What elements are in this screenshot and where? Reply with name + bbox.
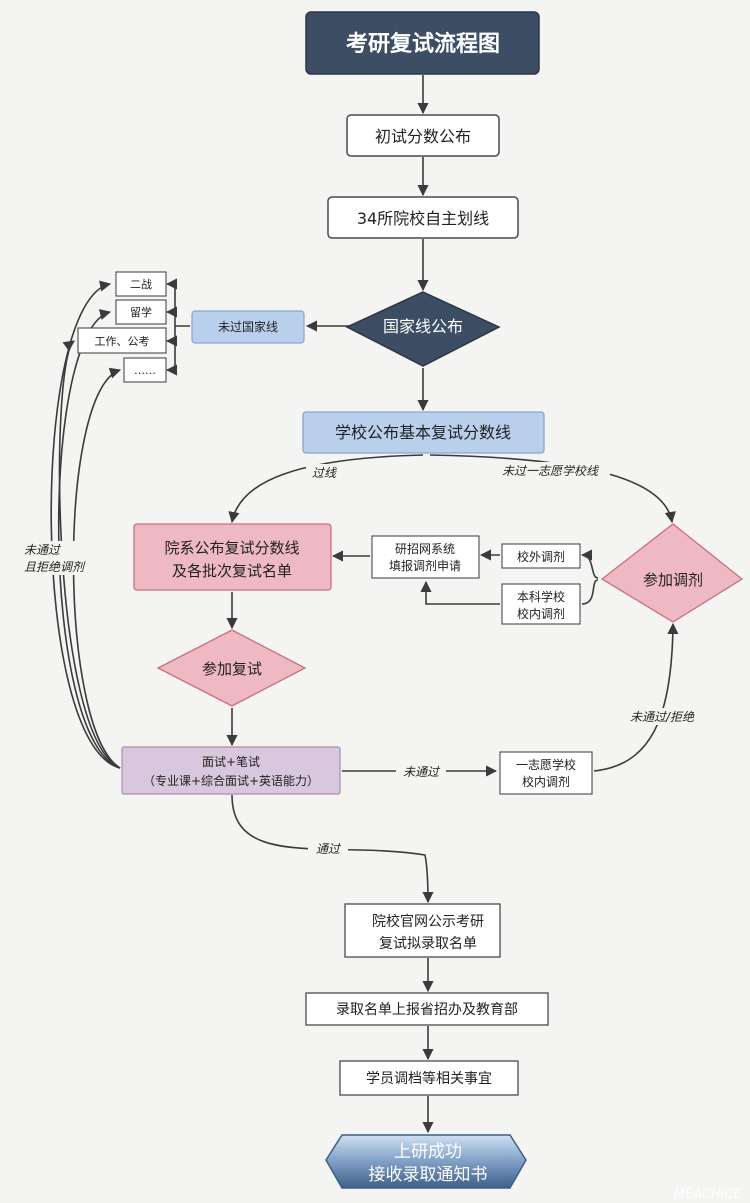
node-adjust-text: 参加调剂 <box>643 571 703 589</box>
watermark: MEACHICE <box>674 1187 743 1202</box>
node-net-system: 研招网系统 填报调剂申请 <box>371 535 480 579</box>
edge-exam-to-publicity <box>231 794 434 904</box>
node-opt-second: 二战 <box>115 271 167 297</box>
node-publicity-text-1: 院校官网公示考研 <box>372 913 484 930</box>
node-national-line-text: 国家线公布 <box>383 317 463 336</box>
label-not-passed: 未通过 <box>403 765 441 779</box>
node-dept-line: 院系公布复试分数线 及各批次复试名单 <box>133 523 332 591</box>
node-publicity-text-2: 复试拟录取名单 <box>379 935 477 952</box>
node-report-text: 录取名单上报省招办及教育部 <box>336 1002 518 1018</box>
node-opt-work-text: 工作、公考 <box>95 335 150 348</box>
node-inside-text-2: 校内调剂 <box>517 606 565 621</box>
node-not-national: 未过国家线 <box>191 310 305 344</box>
node-net-text-2: 填报调剂申请 <box>389 558 461 573</box>
edge-adjust-to-outside <box>580 549 599 579</box>
node-dept-line-text-2: 及各批次复试名单 <box>172 562 292 580</box>
node-retest: 参加复试 <box>156 629 307 707</box>
node-opt-abroad-text: 留学 <box>130 305 152 319</box>
node-outside-text: 校外调剂 <box>517 549 565 564</box>
node-success-text-2: 接收录取通知书 <box>369 1165 488 1185</box>
node-first-choice-text-1: 一志愿学校 <box>516 757 576 772</box>
node-school-line-text: 学校公布基本复试分数线 <box>335 423 511 442</box>
node-retest-text: 参加复试 <box>202 660 262 678</box>
node-school-line: 学校公布基本复试分数线 <box>302 411 545 454</box>
title-text: 考研复试流程图 <box>346 31 500 57</box>
edge-school-to-dept <box>228 454 424 524</box>
node-adjust: 参加调剂 <box>600 523 744 623</box>
label-passed-line: 过线 <box>312 466 337 480</box>
node-publicity: 院校官网公示考研 复试拟录取名单 <box>344 903 501 958</box>
edge-notnational-bracket <box>174 284 190 370</box>
node-files: 学员调档等相关事宜 <box>339 1060 519 1096</box>
node-initial-score: 初试分数公布 <box>346 114 500 157</box>
node-exam-text-2: （专业课+综合面试+英语能力） <box>143 773 319 788</box>
label-fail-reject-2: 且拒绝调剂 <box>24 560 86 574</box>
label-fail-reject-1: 未通过 <box>24 543 62 557</box>
node-outside: 校外调剂 <box>501 543 581 569</box>
node-exam-text-1: 面试+笔试 <box>202 754 260 769</box>
node-line34: 34所院校自主划线 <box>327 196 519 239</box>
node-exam: 面试+笔试 （专业课+综合面试+英语能力） <box>121 746 341 795</box>
node-opt-more-text: …… <box>134 364 156 377</box>
title-box: 考研复试流程图 <box>305 11 540 75</box>
node-success-text-1: 上研成功 <box>394 1142 462 1162</box>
node-line34-text: 34所院校自主划线 <box>357 209 489 228</box>
node-success: 上研成功 接收录取通知书 <box>325 1134 527 1189</box>
node-first-choice-text-2: 校内调剂 <box>522 774 570 789</box>
node-inside: 本科学校 校内调剂 <box>501 583 581 625</box>
edge-inside-to-net <box>420 580 500 605</box>
edge-exam-fail-to-second <box>50 280 121 769</box>
node-inside-text-1: 本科学校 <box>517 589 565 604</box>
edge-firstchoice-to-adjust <box>593 622 679 772</box>
node-opt-second-text: 二战 <box>130 278 152 291</box>
node-national-line: 国家线公布 <box>345 291 501 367</box>
node-opt-work: 工作、公考 <box>77 327 167 354</box>
node-initial-score-text: 初试分数公布 <box>375 127 471 146</box>
label-fail-or-reject: 未通过/拒绝 <box>630 710 695 724</box>
node-opt-more: …… <box>123 357 167 383</box>
node-opt-abroad: 留学 <box>115 299 167 325</box>
label-passed: 通过 <box>316 842 342 856</box>
edge-exam-fail-to-abroad <box>57 309 121 769</box>
edge-adjust-to-inside <box>581 579 599 605</box>
node-dept-line-text-1: 院系公布复试分数线 <box>164 539 299 557</box>
node-files-text: 学员调档等相关事宜 <box>366 1070 492 1087</box>
node-not-national-text: 未过国家线 <box>218 319 278 334</box>
node-net-text-1: 研招网系统 <box>395 542 455 556</box>
label-not-first-choice: 未过一志愿学校线 <box>502 464 599 478</box>
node-first-choice: 一志愿学校 校内调剂 <box>499 751 593 795</box>
node-report: 录取名单上报省招办及教育部 <box>305 992 549 1026</box>
